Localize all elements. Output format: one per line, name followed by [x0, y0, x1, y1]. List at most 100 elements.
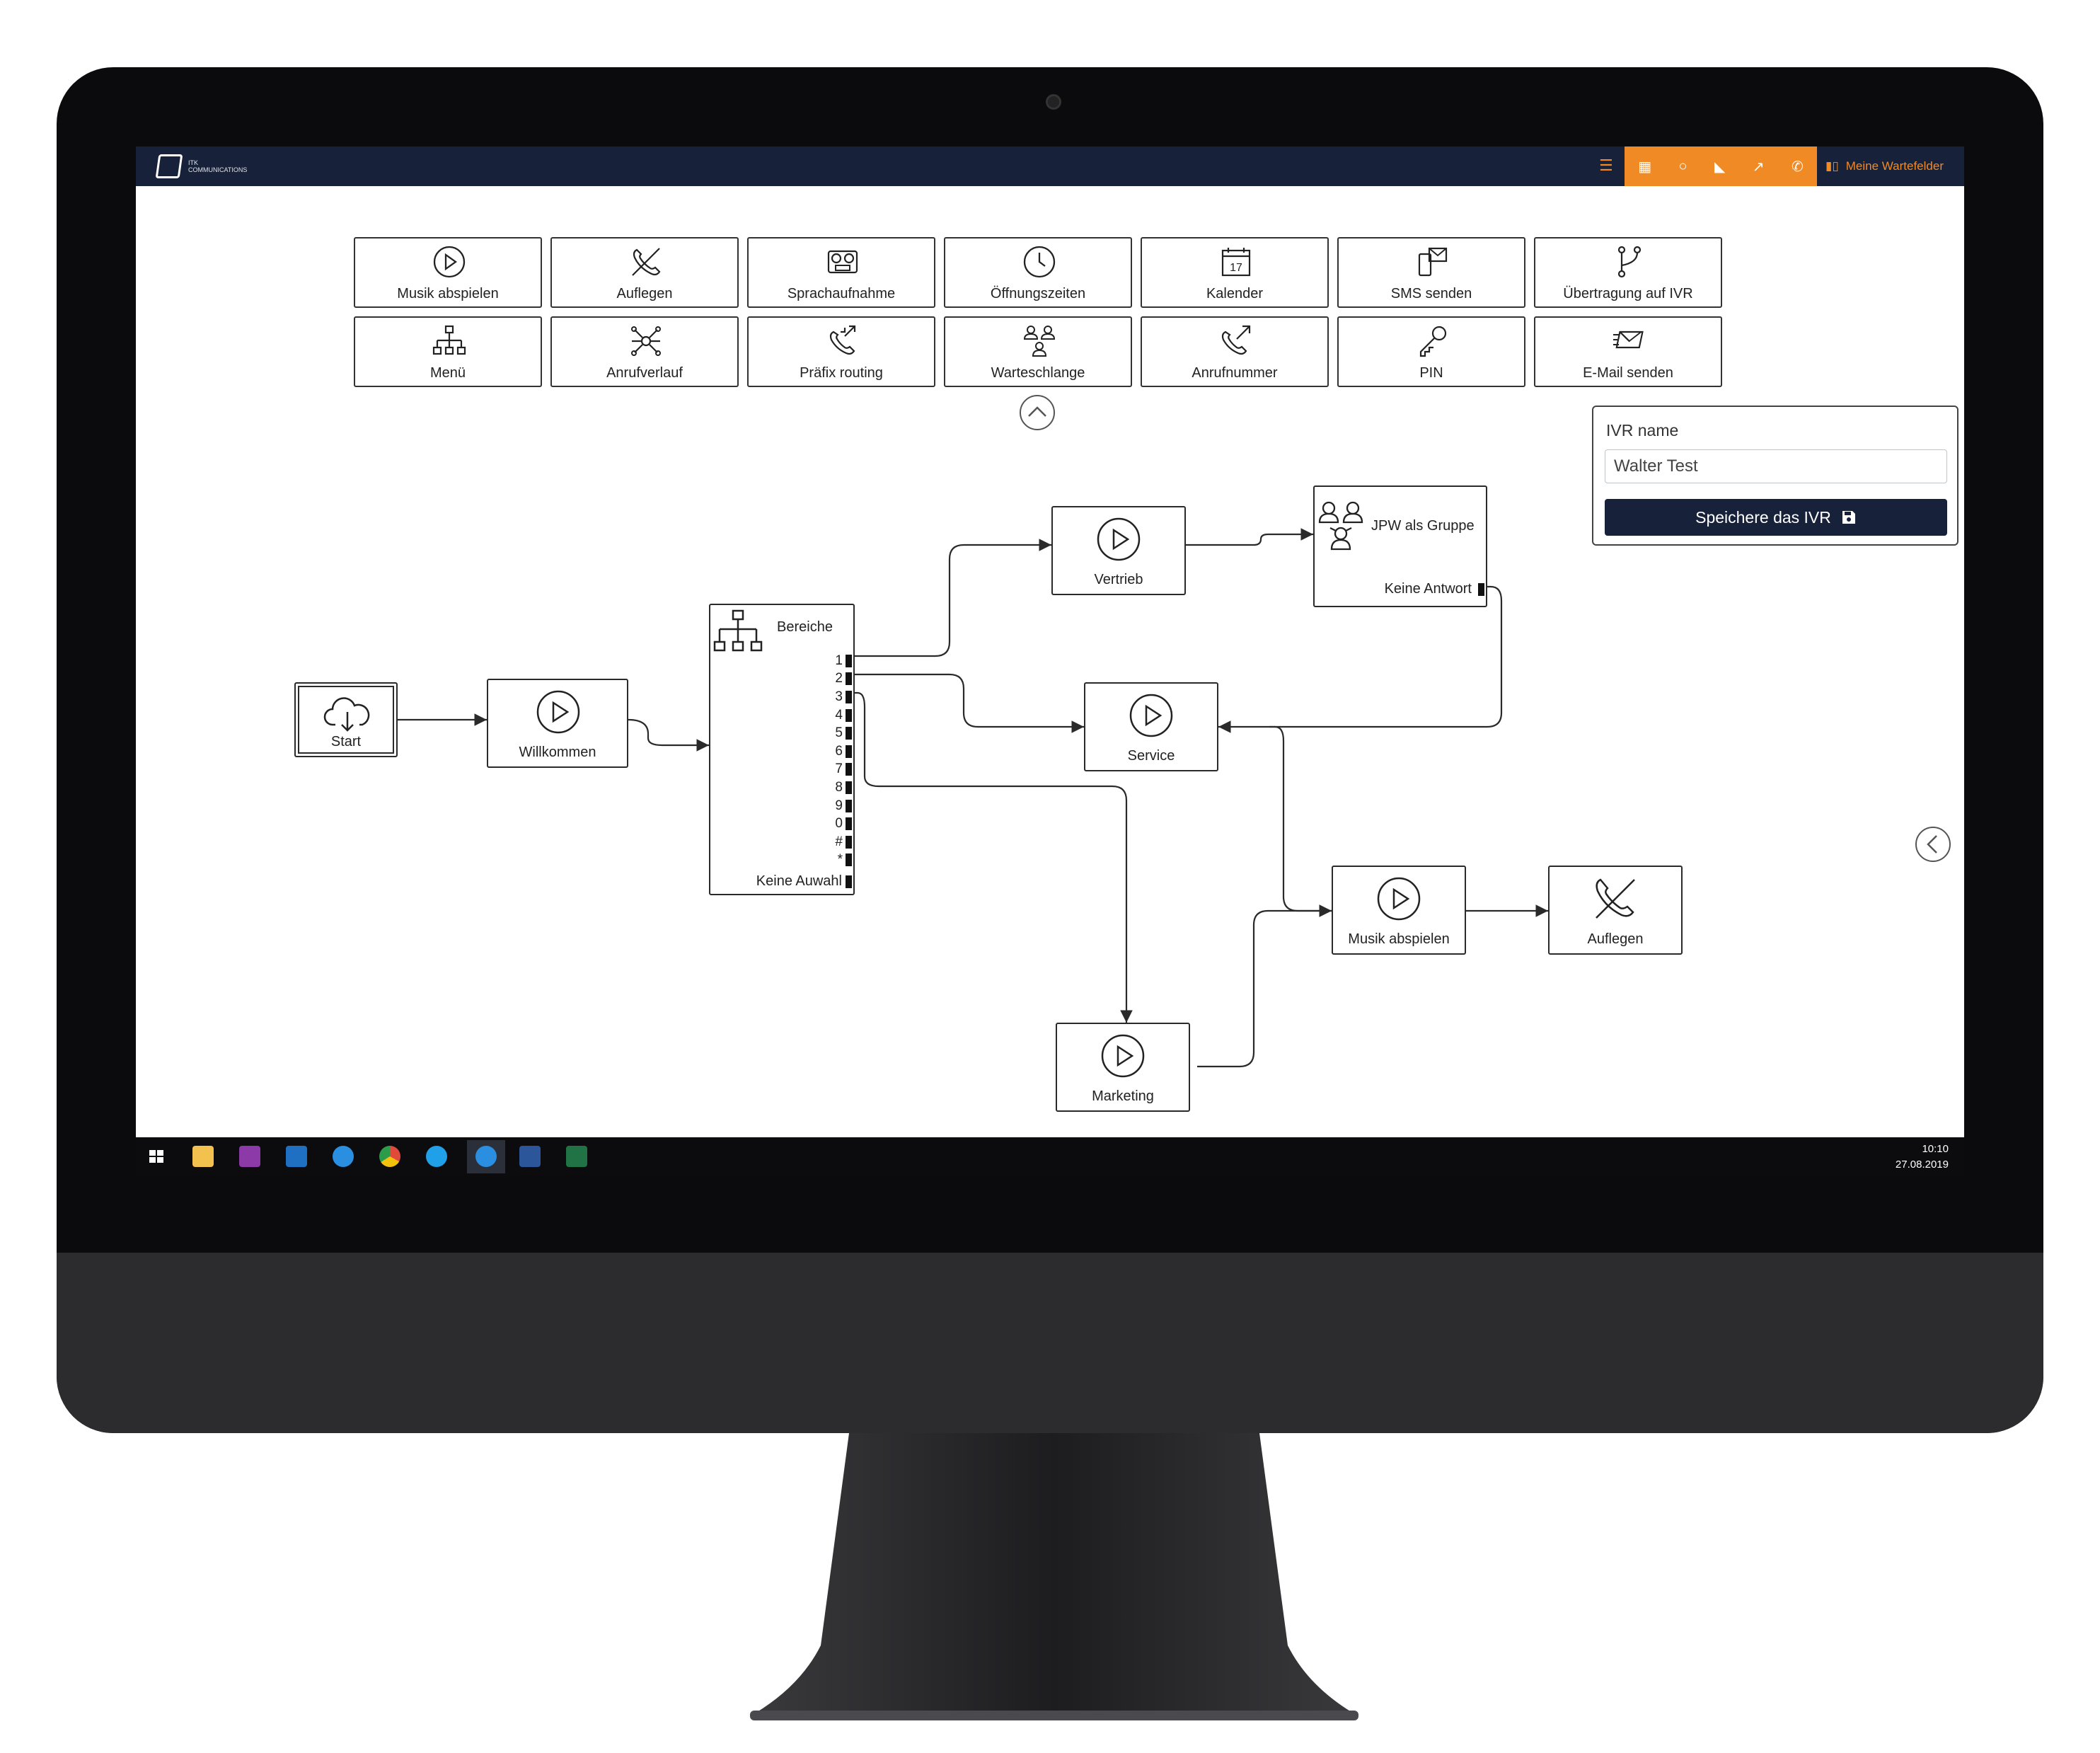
- word-icon[interactable]: [519, 1146, 541, 1167]
- collapse-palette-button[interactable]: [1019, 394, 1056, 431]
- ivr-name-input[interactable]: [1605, 449, 1947, 483]
- save-ivr-label: Speichere das IVR: [1695, 507, 1831, 527]
- menu-option-3[interactable]: 4: [824, 706, 852, 725]
- system-clock[interactable]: 10:10 27.08.2019: [1896, 1142, 1949, 1173]
- palette-tile-phone-arrows[interactable]: Präfix routing: [747, 316, 935, 387]
- menu-option-11[interactable]: *: [824, 851, 852, 870]
- palette-tile-network[interactable]: Anrufverlauf: [550, 316, 739, 387]
- play-icon: [1101, 1034, 1145, 1078]
- palette-tile-label: Kalender: [1206, 286, 1264, 301]
- palette-tile-clock[interactable]: Öffnungszeiten: [944, 237, 1132, 308]
- menu-option-port[interactable]: [846, 708, 852, 722]
- menu-option-9[interactable]: 0: [824, 815, 852, 833]
- hangup-icon: [632, 248, 661, 276]
- phone-arrows-icon: [829, 325, 856, 355]
- palette-tile-hierarchy[interactable]: Menü: [354, 316, 542, 387]
- menu-option-label: 7: [835, 761, 843, 777]
- flow-node-willkommen-label: Willkommen: [519, 745, 596, 760]
- excel-icon[interactable]: [566, 1146, 587, 1167]
- dashboard-link[interactable]: ▮▯ Meine Wartefelder: [1825, 146, 1944, 186]
- palette-tile-sms[interactable]: SMS senden: [1337, 237, 1525, 308]
- connector-noanswer-service: [1218, 585, 1503, 733]
- palette-tile-label: Anrufverlauf: [606, 365, 683, 381]
- softphone-icon[interactable]: [333, 1146, 354, 1167]
- menu-option-0[interactable]: 1: [824, 652, 852, 670]
- flow-node-marketing[interactable]: Marketing: [1056, 1023, 1190, 1112]
- menu-option-6[interactable]: 7: [824, 761, 852, 779]
- palette-tile-tape-recorder[interactable]: Sprachaufnahme: [747, 237, 935, 308]
- no-choice-output-port[interactable]: [846, 875, 852, 888]
- palette-tile-queue[interactable]: Warteschlange: [944, 316, 1132, 387]
- menu-option-7[interactable]: 8: [824, 778, 852, 797]
- flow-node-vertrieb[interactable]: Vertrieb: [1051, 506, 1186, 595]
- menu-option-5[interactable]: 6: [824, 742, 852, 761]
- menu-option-port[interactable]: [846, 654, 852, 667]
- skype-icon[interactable]: [426, 1146, 447, 1167]
- palette-tile-label: Übertragung auf IVR: [1563, 286, 1693, 301]
- menu-option-port[interactable]: [846, 690, 852, 703]
- menu-option-port[interactable]: [846, 835, 852, 849]
- play-icon: [1129, 694, 1173, 737]
- flow-node-willkommen[interactable]: Willkommen: [487, 679, 628, 768]
- save-ivr-button[interactable]: Speichere das IVR: [1605, 499, 1947, 536]
- grid-icon[interactable]: ▦: [1638, 159, 1652, 175]
- file-explorer-icon[interactable]: [192, 1146, 214, 1167]
- connector-option1-vertrieb: [855, 539, 1051, 657]
- menu-option-8[interactable]: 9: [824, 797, 852, 815]
- softphone-active-icon[interactable]: [475, 1146, 497, 1167]
- phone-icon[interactable]: ✆: [1791, 159, 1804, 175]
- line-chart-icon[interactable]: ↗: [1752, 159, 1765, 175]
- palette-tile-hangup[interactable]: Auflegen: [550, 237, 739, 308]
- menu-option-port[interactable]: [846, 727, 852, 740]
- calendar-icon: 17: [1221, 248, 1251, 277]
- phone-outgoing-icon: [1221, 325, 1251, 355]
- circle-icon[interactable]: ○: [1678, 158, 1688, 174]
- flow-node-vertrieb-label: Vertrieb: [1094, 572, 1143, 587]
- ivr-settings-panel: IVR name Speichere das IVR: [1592, 406, 1958, 546]
- menu-option-port[interactable]: [846, 672, 852, 686]
- chrome-icon[interactable]: [379, 1146, 400, 1167]
- flow-node-queue-group[interactable]: JPW als Gruppe Keine Antwort: [1313, 485, 1487, 607]
- palette-tile-label: Öffnungszeiten: [990, 286, 1086, 301]
- menu-option-4[interactable]: 5: [824, 724, 852, 742]
- palette-tile-label: E-Mail senden: [1583, 365, 1673, 381]
- palette-tile-phone-outgoing[interactable]: Anrufnummer: [1141, 316, 1329, 387]
- tape-recorder-icon: [827, 250, 858, 274]
- windows-start-icon[interactable]: [146, 1146, 167, 1167]
- key-icon: [1419, 326, 1447, 357]
- hamburger-menu-icon[interactable]: ☰: [1599, 156, 1613, 174]
- palette-tile-email[interactable]: E-Mail senden: [1534, 316, 1722, 387]
- menu-option-label: 4: [835, 707, 843, 723]
- no-answer-output-port[interactable]: [1478, 583, 1484, 596]
- cloud-download-icon: [323, 697, 370, 732]
- flow-node-musik-abspielen[interactable]: Musik abspielen: [1332, 866, 1466, 955]
- connector-option3-marketing: [855, 691, 1133, 1023]
- menu-option-10[interactable]: #: [824, 833, 852, 851]
- palette-tile-key[interactable]: PIN: [1337, 316, 1525, 387]
- menu-option-port[interactable]: [846, 745, 852, 758]
- palette-tile-play[interactable]: Musik abspielen: [354, 237, 542, 308]
- menu-option-port[interactable]: [846, 763, 852, 776]
- connector-service-musik: [1269, 725, 1332, 917]
- flow-node-service[interactable]: Service: [1084, 682, 1218, 771]
- menu-option-port[interactable]: [846, 799, 852, 812]
- connector-willkommen-bereiche: [628, 718, 709, 752]
- flow-node-marketing-label: Marketing: [1092, 1088, 1154, 1104]
- connector-vertrieb-gruppe: [1186, 528, 1313, 546]
- area-chart-icon[interactable]: ◣: [1714, 159, 1726, 175]
- palette-tile-branch[interactable]: Übertragung auf IVR: [1534, 237, 1722, 308]
- onenote-icon[interactable]: [239, 1146, 260, 1167]
- menu-option-2[interactable]: 3: [824, 688, 852, 706]
- menu-option-port[interactable]: [846, 817, 852, 831]
- menu-option-port[interactable]: [846, 781, 852, 794]
- flow-node-auflegen[interactable]: Auflegen: [1548, 866, 1683, 955]
- expand-sidebar-button[interactable]: [1915, 826, 1951, 863]
- menu-option-1[interactable]: 2: [824, 670, 852, 689]
- outlook-icon[interactable]: [286, 1146, 307, 1167]
- menu-option-port[interactable]: [846, 853, 852, 867]
- bar-chart-icon: ▮▯: [1825, 159, 1839, 173]
- flow-node-start[interactable]: Start: [294, 682, 398, 757]
